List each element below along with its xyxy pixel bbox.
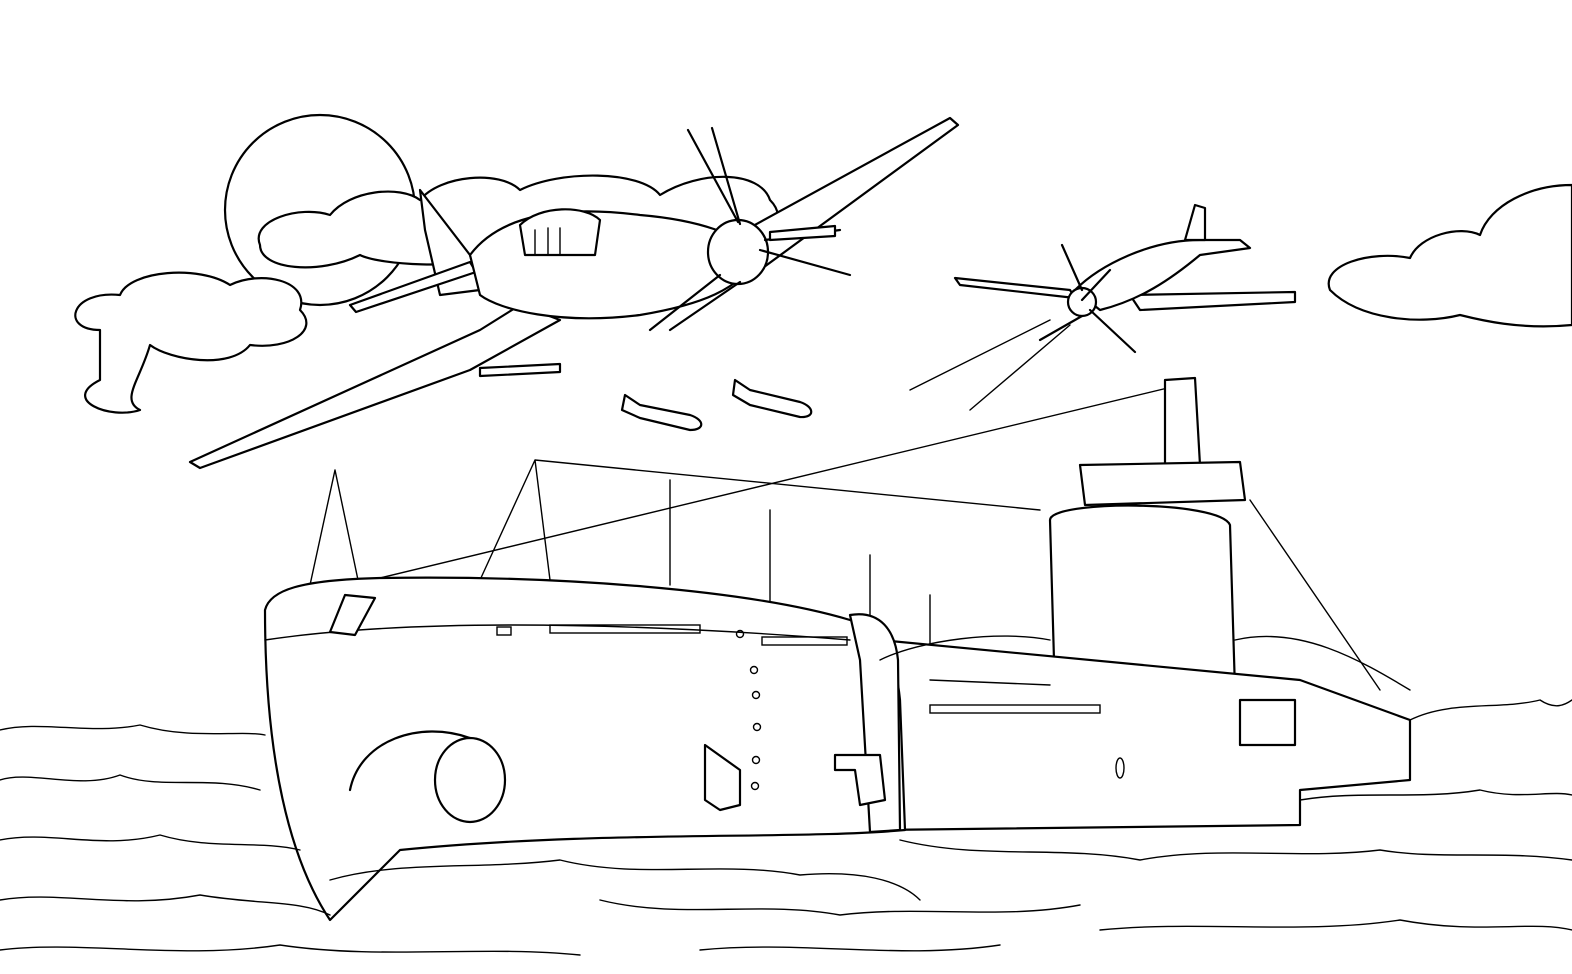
small-fighter-plane	[909, 203, 1297, 411]
ship-bow	[263, 576, 907, 922]
funnel	[1163, 376, 1202, 467]
bombs	[620, 378, 813, 432]
ship-rigging	[309, 384, 1381, 691]
large-fighter-plane	[188, 116, 960, 470]
sea-waves	[0, 699, 1572, 956]
ship	[263, 376, 1412, 922]
cloud-right	[1327, 183, 1572, 328]
cloud-left	[74, 271, 308, 414]
portholes	[496, 624, 1125, 791]
